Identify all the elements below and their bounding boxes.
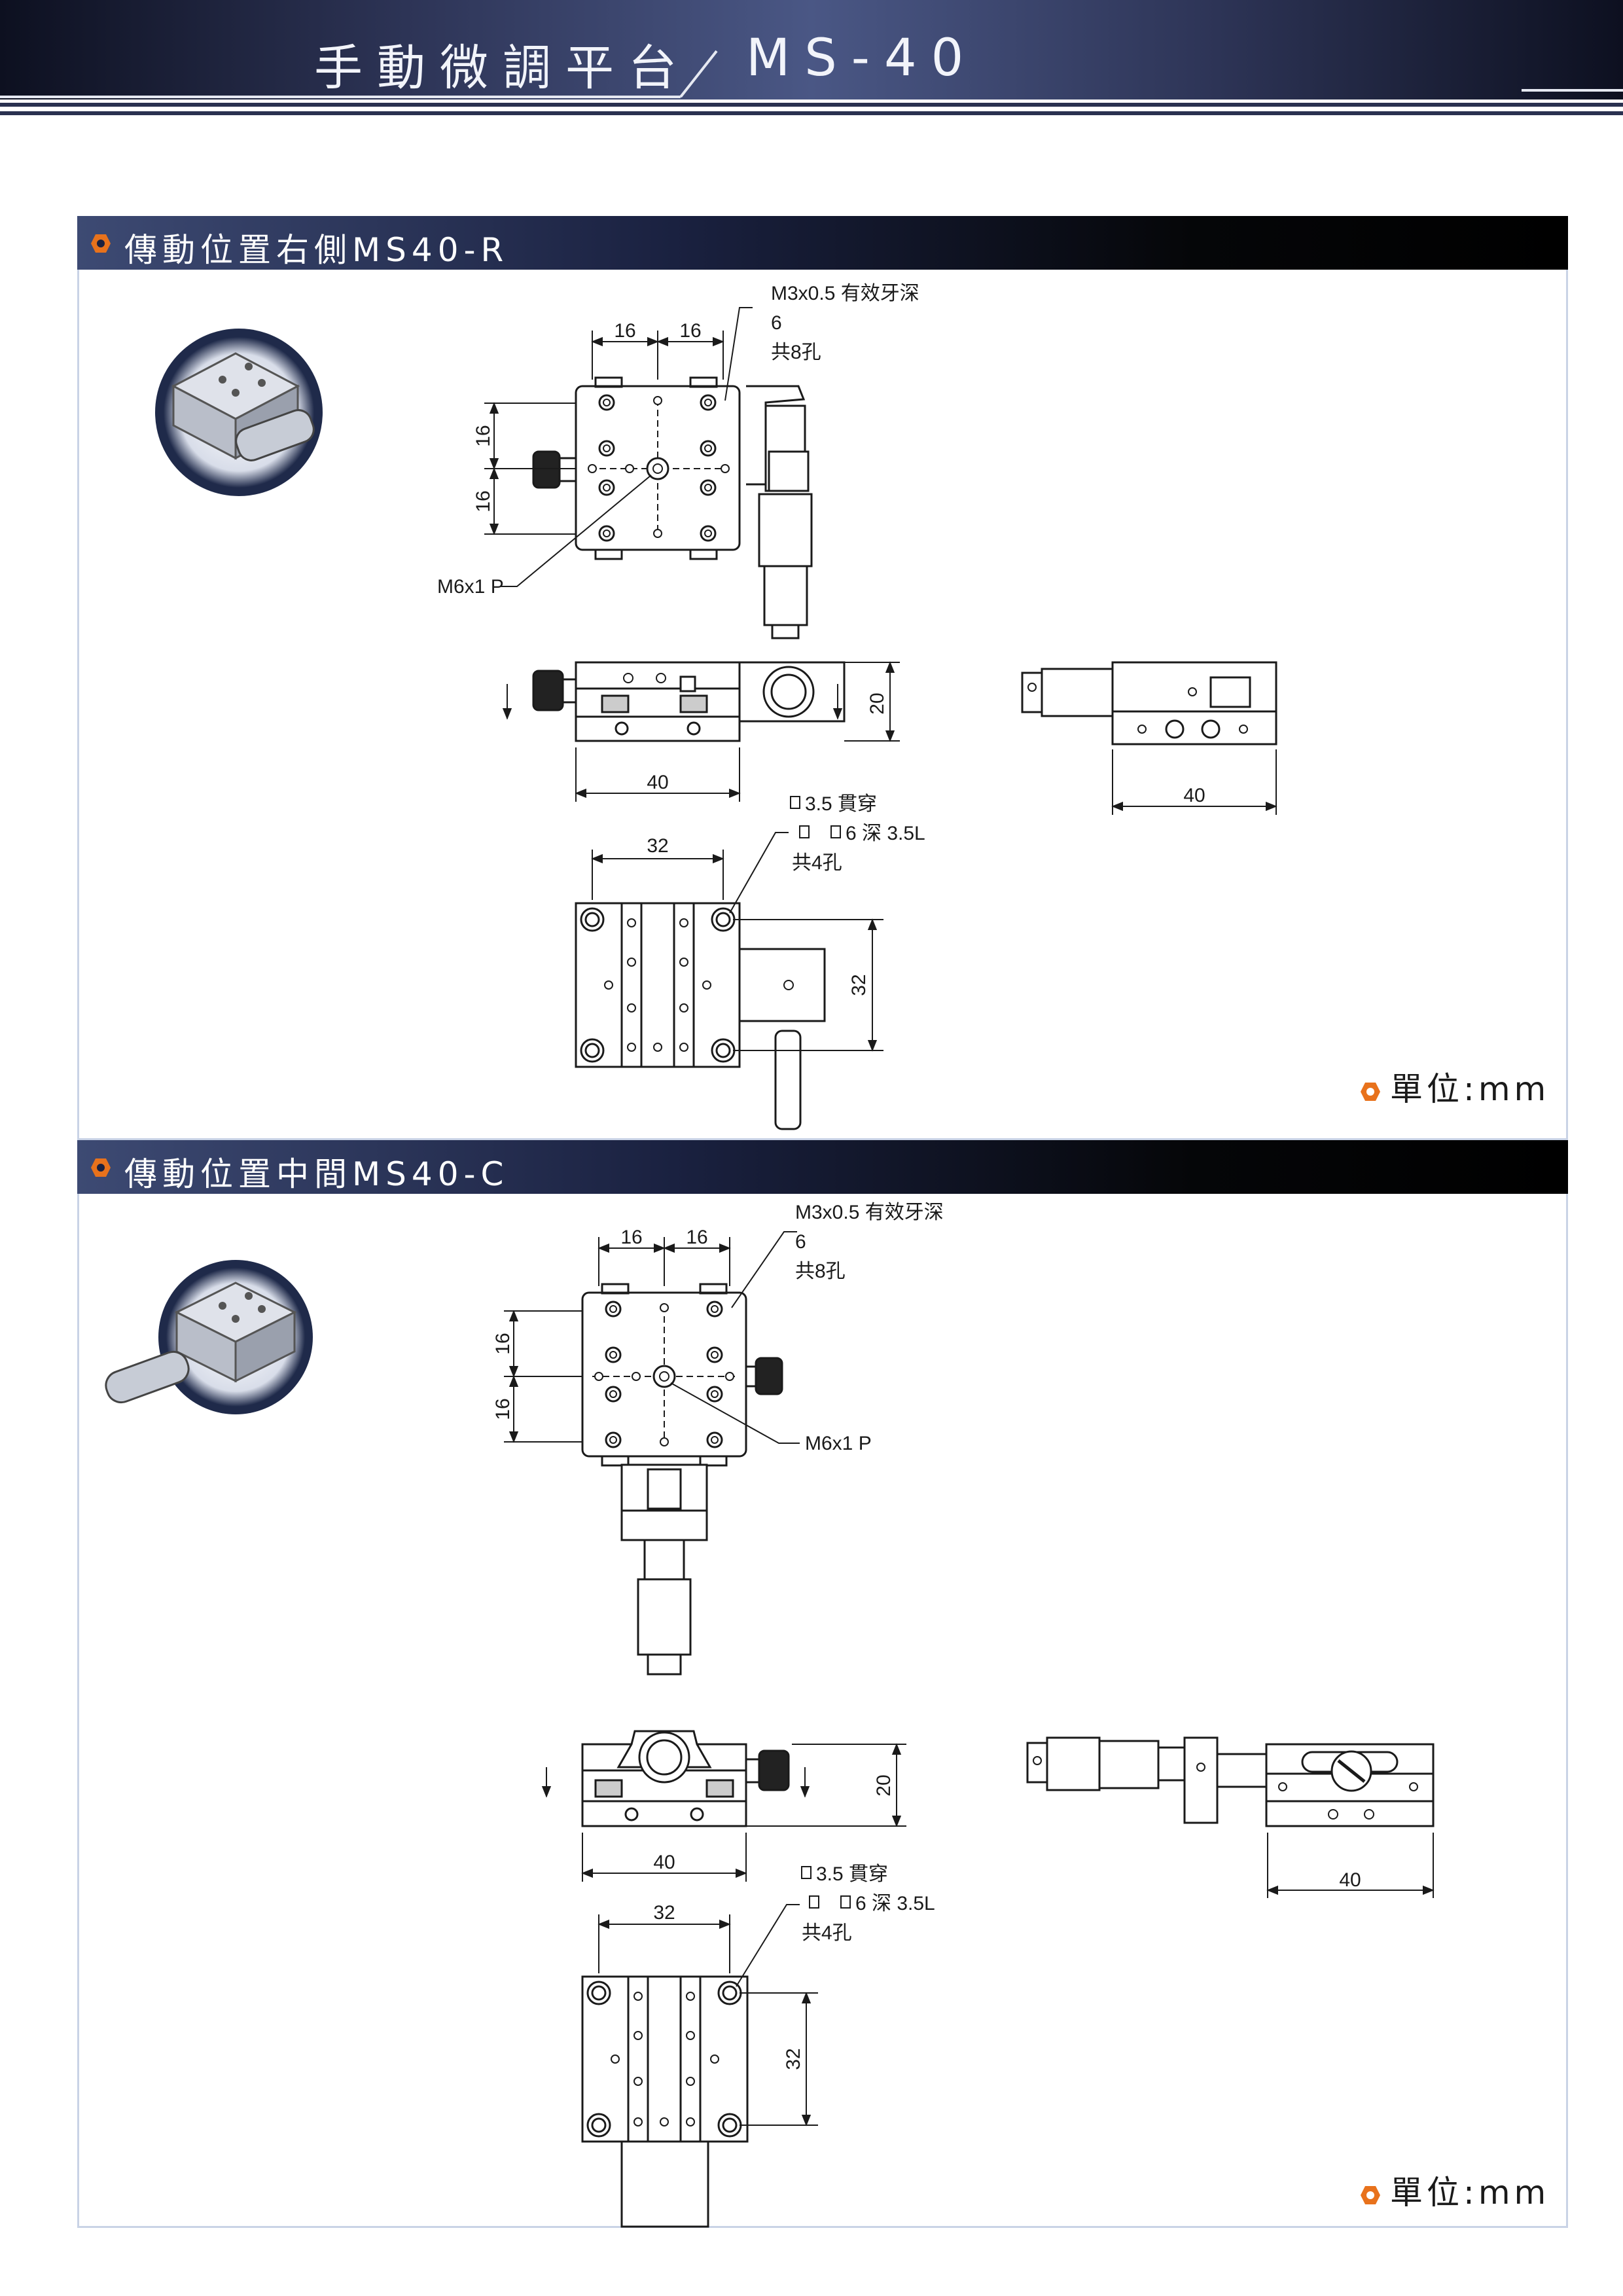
side-view-c-holes — [1033, 1756, 1418, 1820]
dimensions-bottom-r — [591, 832, 883, 1052]
header-band — [0, 0, 1623, 115]
dimensions-front-r — [502, 661, 900, 802]
side-view-c — [1026, 1736, 1435, 1827]
dimension-labels-bottom-c: 32 32 3.5 貫穿 6 深 3.5L 共4孔 — [653, 1863, 935, 2070]
product-photo-c — [105, 1260, 313, 1414]
side-view-r-holes — [1027, 683, 1248, 739]
section-header-r: 傳動位置右側MS40-R — [77, 216, 1568, 270]
dimension-labels-top-c: 16 16 16 16 M3x0.5 有效牙深 6 共8孔 M6x1 P — [492, 1202, 944, 1454]
top-view-r-holes — [588, 394, 730, 542]
dimensions-top-c — [504, 1231, 800, 1444]
note-thread-2: 6 — [771, 312, 782, 334]
top-view-c — [581, 1283, 783, 1676]
model-name: MS-40 — [746, 29, 978, 88]
dim-left-b: 16 — [473, 490, 494, 512]
front-view-c-holes — [624, 1807, 704, 1821]
note-mount-2: 6 深 3.5L — [846, 823, 925, 844]
front-view-r-holes — [615, 673, 701, 736]
dimension-labels-front-r: 40 20 — [647, 692, 888, 793]
dimensions-side-c — [1266, 1833, 1435, 1898]
dim-hole-span-v: 32 — [783, 2048, 804, 2070]
side-view-r — [1021, 661, 1277, 745]
unit-text: 單位:mm — [1390, 1070, 1550, 1108]
dimension-labels-front-c: 40 20 — [653, 1774, 895, 1873]
note-center-hole: M6x1 P — [437, 576, 504, 598]
section-header-c: 傳動位置中間MS40-C — [77, 1140, 1568, 1194]
dimensions-side-r — [1111, 749, 1277, 815]
bottom-view-c-holes — [586, 1981, 742, 2138]
dim-side-width: 40 — [1339, 1869, 1361, 1891]
note-thread-2: 6 — [795, 1231, 806, 1253]
dim-height: 20 — [866, 692, 888, 714]
dim-width: 40 — [653, 1852, 675, 1873]
dim-top-a: 16 — [614, 320, 635, 342]
bottom-view-c — [581, 1975, 749, 2228]
bottom-view-r — [575, 902, 826, 1130]
section-panel-c — [77, 1140, 1568, 2228]
dimension-labels-bottom-r: 32 32 3.5 貫穿 6 深 3.5L 共4孔 — [647, 793, 925, 996]
dim-hole-span: 32 — [653, 1902, 675, 1924]
dim-hole-span-v: 32 — [848, 974, 870, 996]
hex-bullet-icon — [1361, 2185, 1380, 2204]
dimensions-front-c — [541, 1743, 906, 1882]
dim-left-b: 16 — [492, 1398, 514, 1420]
dim-top-b: 16 — [679, 320, 701, 342]
note-mount-1: 3.5 貫穿 — [805, 793, 877, 815]
note-thread-1: M3x0.5 有效牙深 — [795, 1202, 944, 1223]
dimension-labels-top-r: 16 16 16 16 M3x0.5 有效牙深 6 共8孔 M6x1 P — [437, 283, 919, 598]
dim-left-a: 16 — [473, 425, 494, 446]
bottom-view-r-holes — [580, 907, 794, 1063]
section-title-r: 傳動位置右側MS40-R — [124, 231, 509, 269]
note-thread-3: 共8孔 — [771, 342, 821, 363]
note-mount-3: 共4孔 — [792, 852, 842, 874]
page-header: 手動微調平台 MS-40 — [0, 0, 1623, 124]
dim-height: 20 — [873, 1774, 895, 1796]
note-thread-1: M3x0.5 有效牙深 — [771, 283, 919, 304]
dim-width: 40 — [647, 772, 668, 793]
note-mount-2: 6 深 3.5L — [855, 1893, 935, 1914]
hex-bullet-icon — [1361, 1082, 1380, 1101]
front-view-c — [581, 1730, 790, 1827]
note-mount-1: 3.5 貫穿 — [816, 1863, 888, 1885]
top-view-r — [532, 376, 813, 639]
note-mount-3: 共4孔 — [802, 1922, 852, 1944]
note-center-hole: M6x1 P — [805, 1433, 872, 1454]
unit-label-c: 單位:mm — [1360, 2166, 1550, 2214]
dimensions-bottom-c — [597, 1904, 818, 2126]
note-thread-3: 共8孔 — [795, 1261, 846, 1282]
page-title: 手動微調平台 — [314, 40, 691, 96]
dim-top-a: 16 — [620, 1227, 642, 1248]
section-title-c: 傳動位置中間MS40-C — [124, 1155, 509, 1193]
product-photo-r — [155, 329, 323, 496]
unit-label-r: 單位:mm — [1360, 1063, 1550, 1110]
hex-bullet-icon — [91, 234, 111, 253]
top-view-c-holes — [594, 1300, 734, 1448]
dim-side-width: 40 — [1183, 785, 1205, 806]
dim-left-a: 16 — [492, 1333, 514, 1354]
dimensions-top-r — [484, 307, 753, 587]
dim-hole-span: 32 — [647, 835, 668, 857]
unit-text: 單位:mm — [1390, 2174, 1550, 2212]
hex-bullet-icon — [91, 1158, 111, 1177]
dim-top-b: 16 — [686, 1227, 707, 1248]
